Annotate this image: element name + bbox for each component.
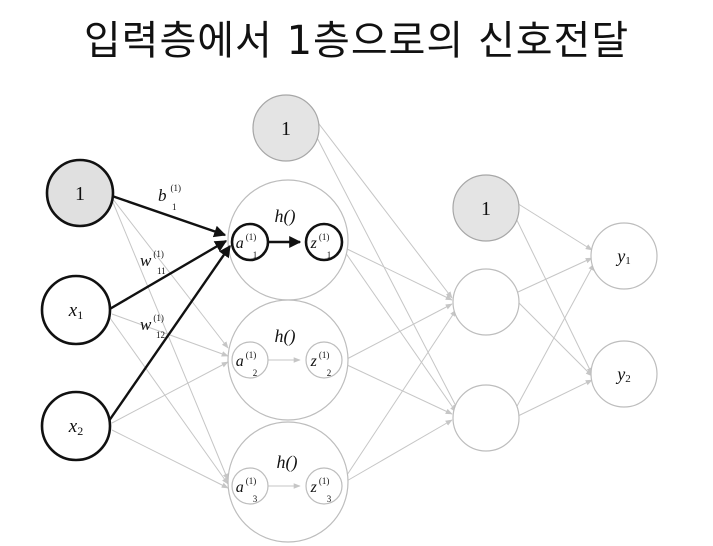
activation-label-3: h() xyxy=(277,452,298,473)
z1-label: z(1) xyxy=(310,232,330,252)
input-x2-label: x2 xyxy=(68,416,83,438)
output-layer: y1 y2 xyxy=(590,222,658,408)
layer2-bias-label: 1 xyxy=(481,198,491,220)
layer2-neuron-2 xyxy=(452,384,520,452)
z2-label: z(1) xyxy=(310,350,330,370)
highlighted-edges xyxy=(103,194,302,429)
layer1-neuron-3-parts: h() a(1) 3 z(1) 3 xyxy=(231,452,343,505)
edge-z3-to-n2 xyxy=(344,419,453,483)
input-bias-label: 1 xyxy=(75,183,85,205)
output-y1-label: y1 xyxy=(615,246,631,267)
output-y2-label: y2 xyxy=(615,364,631,385)
a1-subscript: 1 xyxy=(253,250,258,260)
layer1-neuron-2-parts: h() a(1) 2 z(1) 2 xyxy=(231,326,343,379)
a1-node xyxy=(230,222,270,262)
layer1-neuron-1-parts: h() a(1) 1 z(1) 1 xyxy=(230,206,344,262)
z3-node xyxy=(305,467,343,505)
z3-label: z(1) xyxy=(310,476,330,496)
edge-l2bias-to-y2 xyxy=(509,205,593,375)
edge-n1-to-y2 xyxy=(517,301,593,377)
edge-x1-to-a2 xyxy=(111,313,229,357)
slide-title: 입력층에서 1층으로의 신호전달 xyxy=(83,18,630,64)
edges-layer2-to-output xyxy=(509,199,595,417)
layer1-bias-node xyxy=(252,94,320,162)
w12-subscript: 12 xyxy=(156,330,165,340)
edge-x2-to-a2 xyxy=(111,361,229,424)
a3-node xyxy=(231,467,269,505)
edges-input-to-layer1 xyxy=(109,197,229,489)
edge-n2-to-y1 xyxy=(515,263,595,409)
w11-label: w(1) xyxy=(140,249,164,270)
edge-z1-to-n1 xyxy=(344,247,453,301)
edge-z1-to-n2 xyxy=(344,251,457,413)
edge-x1-to-a1 xyxy=(107,239,228,312)
w12-label: w(1) xyxy=(140,313,164,334)
a1-label: a(1) xyxy=(236,232,257,252)
edges-layer1-to-layer2 xyxy=(311,119,459,483)
bias-weight-subscript: 1 xyxy=(172,202,177,212)
a2-node xyxy=(231,341,269,379)
z3-subscript: 3 xyxy=(327,494,332,504)
a3-label: a(1) xyxy=(236,476,257,496)
layer2: 1 xyxy=(452,174,520,452)
edge-n1-to-y1 xyxy=(517,257,593,293)
edge-z2-to-n1 xyxy=(344,303,453,361)
a2-label: a(1) xyxy=(236,350,257,370)
activation-label-1: h() xyxy=(275,206,296,227)
edge-bias-to-a1 xyxy=(111,194,227,238)
input-layer: 1 x1 x2 xyxy=(40,158,115,462)
edge-z2-to-n2 xyxy=(344,363,453,415)
edge-x1-to-a3 xyxy=(109,317,229,485)
output-y1-node xyxy=(590,222,658,290)
edge-x2-to-a3 xyxy=(111,429,229,489)
edge-l1bias-to-n1 xyxy=(315,119,453,299)
a2-subscript: 2 xyxy=(253,368,258,378)
layer2-neuron-1 xyxy=(452,268,520,336)
a3-subscript: 3 xyxy=(253,494,258,504)
layer2-bias-node xyxy=(452,174,520,242)
input-bias-node xyxy=(45,158,115,228)
input-x1-node xyxy=(40,274,112,346)
output-y2-node xyxy=(590,340,658,408)
z1-node xyxy=(304,222,344,262)
edge-x2-to-a1 xyxy=(103,245,231,429)
bias-weight-label: b(1) xyxy=(158,183,181,205)
edge-z3-to-n1 xyxy=(344,309,457,479)
layer1-bias-label: 1 xyxy=(281,118,291,140)
z2-node xyxy=(305,341,343,379)
layer1-neuron-3 xyxy=(227,421,349,543)
z2-subscript: 2 xyxy=(327,368,332,378)
input-x2-node xyxy=(40,390,112,462)
edge-bias-to-a3 xyxy=(111,199,229,481)
z1-subscript: 1 xyxy=(327,250,332,260)
edge-l2bias-to-y1 xyxy=(511,199,593,251)
w11-subscript: 11 xyxy=(157,266,166,276)
edge-n2-to-y2 xyxy=(517,379,593,417)
weight-labels: b(1) 1 w(1) 11 w(1) 12 xyxy=(140,183,181,340)
input-x1-label: x1 xyxy=(68,300,83,322)
activation-label-2: h() xyxy=(275,326,296,347)
edge-l1bias-to-n2 xyxy=(311,127,459,411)
